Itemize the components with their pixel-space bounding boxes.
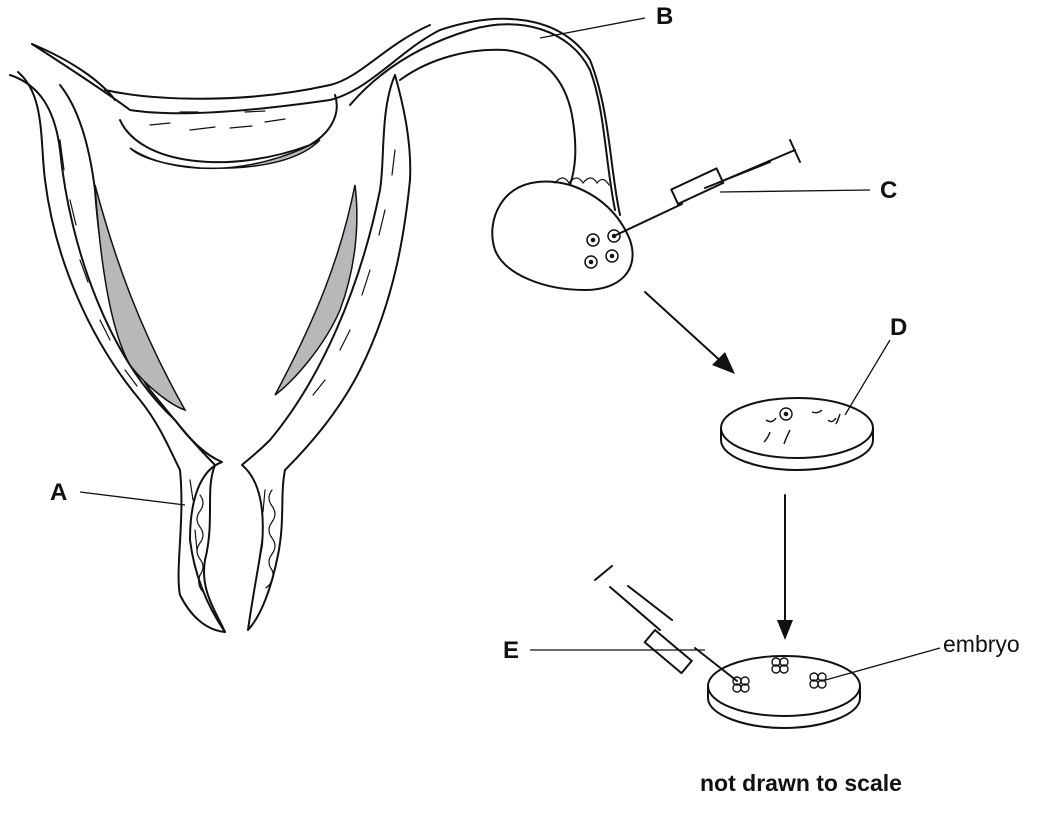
label-a: A <box>50 479 67 506</box>
right-oviduct-outer <box>350 24 615 210</box>
needle-c <box>614 204 682 236</box>
tissue-texture <box>60 111 395 560</box>
syringe-e-plunger <box>610 587 660 630</box>
uterus-lumen-shading <box>130 140 320 168</box>
syringe-e-barrel <box>645 630 692 673</box>
leader-d <box>845 340 890 415</box>
reproductive-system <box>10 19 633 632</box>
label-d: D <box>890 314 907 341</box>
uterus-fundus-inner <box>105 25 430 99</box>
dish-d <box>721 398 873 470</box>
scale-caption: not drawn to scale <box>700 770 902 797</box>
leader-embryo <box>822 648 940 681</box>
leader-a <box>80 492 185 505</box>
leader-c <box>720 190 870 192</box>
uterus-fundus-band <box>32 19 620 215</box>
leader-b <box>540 18 645 38</box>
label-leaders <box>80 18 940 681</box>
embryo-clusters <box>733 658 826 692</box>
arrow-head-2 <box>777 620 793 640</box>
arrow-ovary-to-dish <box>645 292 725 365</box>
syringe-e-handle <box>595 566 612 580</box>
dish-embryos <box>708 656 860 728</box>
label-b: B <box>656 3 673 30</box>
ovary <box>492 182 632 290</box>
label-embryo: embryo <box>943 631 1020 657</box>
label-c: C <box>880 177 897 204</box>
syringe-collection <box>614 140 800 236</box>
right-cavity-shading <box>275 185 357 395</box>
syringe-c-barrel <box>671 168 723 204</box>
right-tube-band <box>242 75 410 630</box>
label-e: E <box>503 637 519 664</box>
flow-arrows <box>645 292 793 640</box>
right-oviduct-inner <box>400 50 575 185</box>
sperm-cells <box>764 408 840 444</box>
left-cavity-shading <box>95 185 185 410</box>
syringe-transfer <box>595 566 737 681</box>
